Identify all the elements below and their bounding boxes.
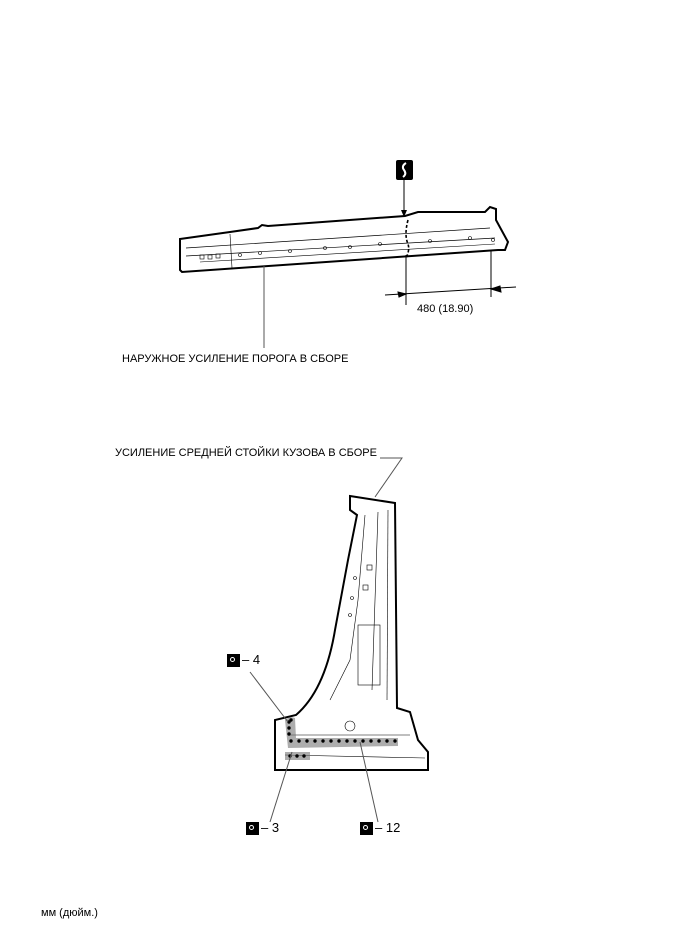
rocker-reinforcement-label: НАРУЖНОЕ УСИЛЕНИЕ ПОРОГА В СБОРЕ: [122, 353, 349, 365]
units-label: мм (дюйм.): [41, 907, 98, 919]
weld-count: – 3: [261, 820, 280, 835]
spot-weld-icon: [360, 822, 373, 835]
rocker-reinforcement-drawing: [179, 205, 510, 274]
weld-count: – 12: [375, 820, 401, 835]
cut-position-s-icon: [396, 160, 413, 180]
pillar-reinforcement-label: УСИЛЕНИЕ СРЕДНЕЙ СТОЙКИ КУЗОВА В СБОРЕ: [115, 447, 377, 459]
weld-count: – 4: [242, 652, 261, 667]
spot-weld-icon: [246, 822, 259, 835]
dimension-480: [384, 250, 517, 305]
spot-weld-icon: [227, 654, 240, 667]
center-pillar-drawing: [274, 494, 429, 771]
dimension-label: 480 (18.90): [417, 303, 474, 315]
